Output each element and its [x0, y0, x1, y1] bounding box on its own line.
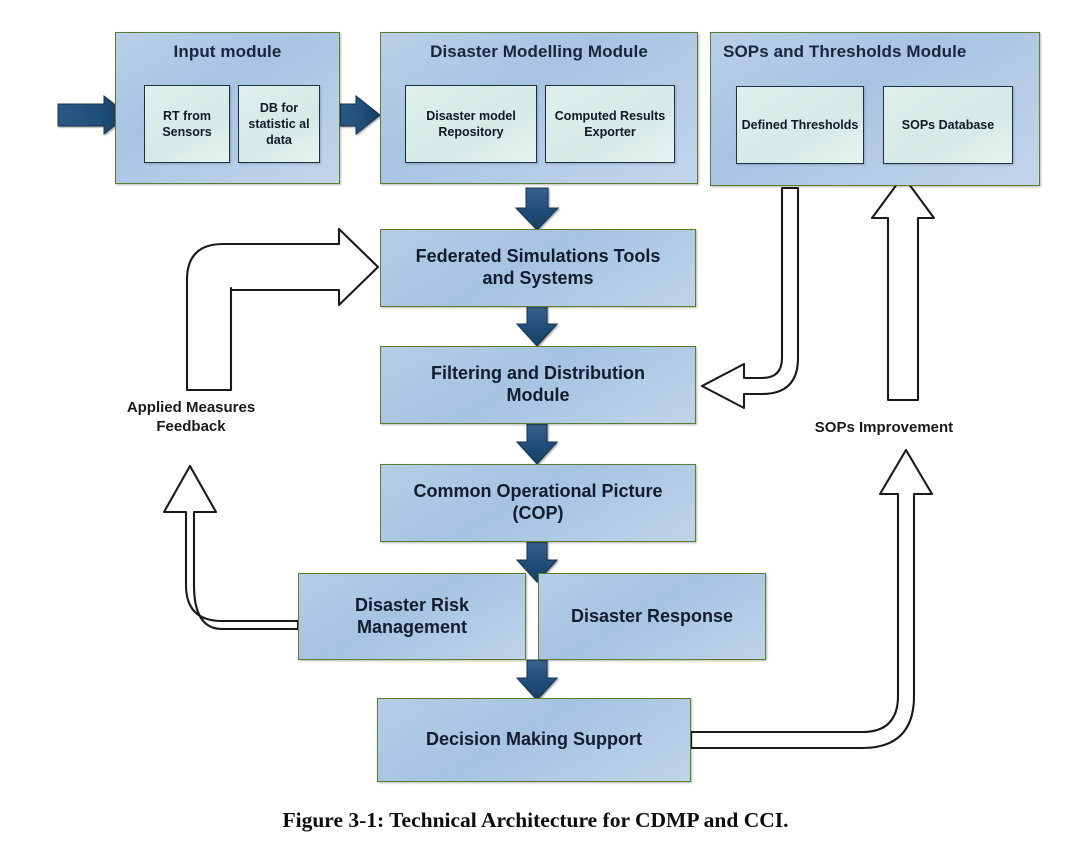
subnode-db-statistical-data[interactable]: DB for statistic al data: [238, 85, 320, 163]
subnode-disaster-model-repository-label: Disaster model Repository: [426, 109, 516, 139]
node-disaster-response[interactable]: Disaster Response: [538, 573, 766, 660]
arrow-filtering-to-cop: [515, 423, 559, 465]
node-decision-making-support-label: Decision Making Support: [425, 729, 643, 750]
node-filtering-distribution[interactable]: Filtering and Distribution Module: [380, 346, 696, 424]
subnode-sops-database-label: SOPs Database: [901, 118, 995, 132]
node-federated-simulations[interactable]: Federated Simulations Tools and Systems: [380, 229, 696, 307]
module-sops-thresholds[interactable]: SOPs and Thresholds Module Defined Thres…: [710, 32, 1040, 186]
arrow-input-to-modelling: [339, 94, 381, 136]
node-common-operational-picture-label: Common Operational Picture (COP): [413, 481, 663, 523]
subnode-defined-thresholds[interactable]: Defined Thresholds: [736, 86, 864, 164]
subnode-sops-database[interactable]: SOPs Database: [883, 86, 1013, 164]
node-decision-making-support[interactable]: Decision Making Support: [377, 698, 691, 782]
arrow-decision-to-sops-improvement: [689, 448, 934, 750]
arrow-sops-improvement-upper: [870, 174, 936, 402]
module-disaster-modelling[interactable]: Disaster Modelling Module Disaster model…: [380, 32, 698, 184]
figure-caption: Figure 3-1: Technical Architecture for C…: [282, 808, 789, 832]
module-input[interactable]: Input module RT from Sensors DB for stat…: [115, 32, 340, 184]
subnode-computed-results-exporter-label: Computed Results Exporter: [554, 109, 666, 139]
subnode-rt-from-sensors[interactable]: RT from Sensors: [144, 85, 230, 163]
arrow-feedback-to-federated: [185, 227, 380, 392]
label-applied-measures-feedback: Applied Measures Feedback: [126, 399, 256, 435]
arrow-modelling-to-federated: [514, 187, 560, 231]
node-disaster-response-label: Disaster Response: [570, 605, 734, 626]
subnode-db-statistical-data-label: DB for statistic al data: [248, 101, 310, 147]
node-federated-simulations-label: Federated Simulations Tools and Systems: [415, 246, 661, 288]
subnode-defined-thresholds-label: Defined Thresholds: [741, 118, 859, 132]
subnode-disaster-model-repository[interactable]: Disaster model Repository: [405, 85, 537, 163]
arrow-federated-to-filtering: [515, 305, 559, 347]
module-disaster-modelling-title: Disaster Modelling Module: [430, 42, 648, 61]
arrow-cop-to-risk-row: [515, 541, 559, 583]
subnode-computed-results-exporter[interactable]: Computed Results Exporter: [545, 85, 675, 163]
node-common-operational-picture[interactable]: Common Operational Picture (COP): [380, 464, 696, 542]
arrow-applied-measures-feedback-up: [162, 464, 300, 631]
node-disaster-risk-management-label: Disaster Risk Management: [354, 594, 470, 637]
arrow-risk-to-decision: [515, 659, 559, 701]
node-filtering-distribution-label: Filtering and Distribution Module: [431, 363, 645, 405]
node-disaster-risk-management[interactable]: Disaster Risk Management: [298, 573, 526, 660]
label-sops-improvement: SOPs Improvement: [814, 419, 954, 436]
module-sops-thresholds-title: SOPs and Thresholds Module: [723, 42, 967, 61]
arrow-sops-to-filtering: [700, 186, 800, 410]
module-input-title: Input module: [173, 42, 282, 61]
subnode-rt-from-sensors-label: RT from Sensors: [162, 109, 212, 139]
